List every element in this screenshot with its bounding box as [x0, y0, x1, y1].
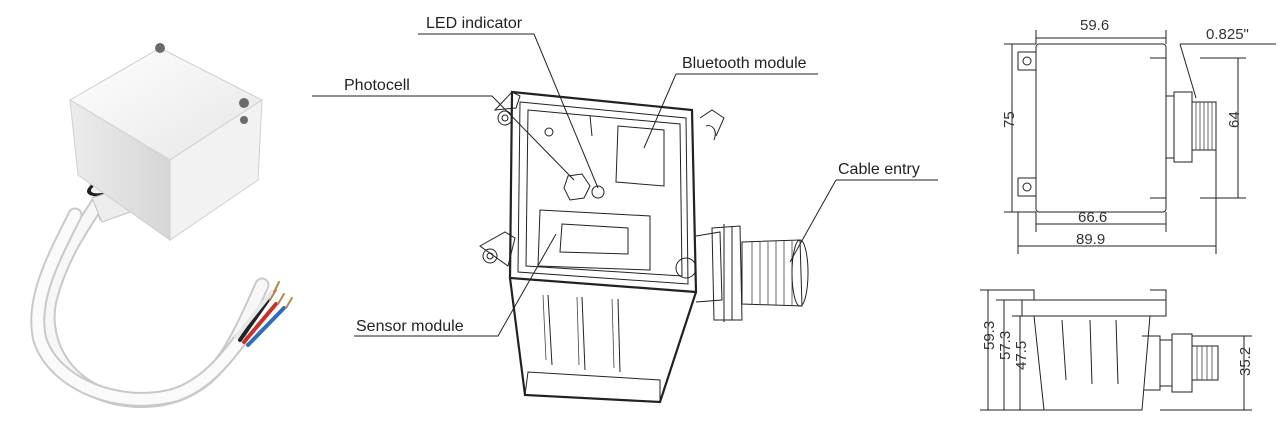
dim-inner-width: 66.6 — [1078, 209, 1107, 226]
callout-led-indicator: LED indicator — [426, 15, 523, 32]
cable — [30, 192, 293, 409]
callout-bluetooth-module: Bluetooth module — [682, 55, 807, 72]
dim-height: 75 — [1001, 111, 1018, 128]
dim-thread-height: 35.2 — [1237, 347, 1254, 376]
top-view-drawing — [1004, 30, 1276, 254]
line-drawing — [479, 90, 809, 404]
dim-body-height: 57.3 — [997, 331, 1014, 360]
housing-box — [69, 43, 263, 241]
dim-lower-height: 47.5 — [1013, 341, 1030, 370]
callout-photocell: Photocell — [344, 77, 410, 94]
dim-top-width: 59.6 — [1080, 17, 1109, 34]
dim-overall-width: 89.9 — [1076, 231, 1105, 248]
product-photo — [30, 43, 293, 409]
callout-cable-entry: Cable entry — [838, 161, 920, 178]
dim-total-height: 59.3 — [981, 321, 998, 350]
callout-leaders — [312, 33, 938, 337]
dim-thread-size: 0.825" — [1206, 26, 1249, 43]
callout-sensor-module: Sensor module — [356, 318, 464, 335]
side-view-drawing — [980, 289, 1252, 411]
dim-side-height: 64 — [1226, 111, 1243, 128]
